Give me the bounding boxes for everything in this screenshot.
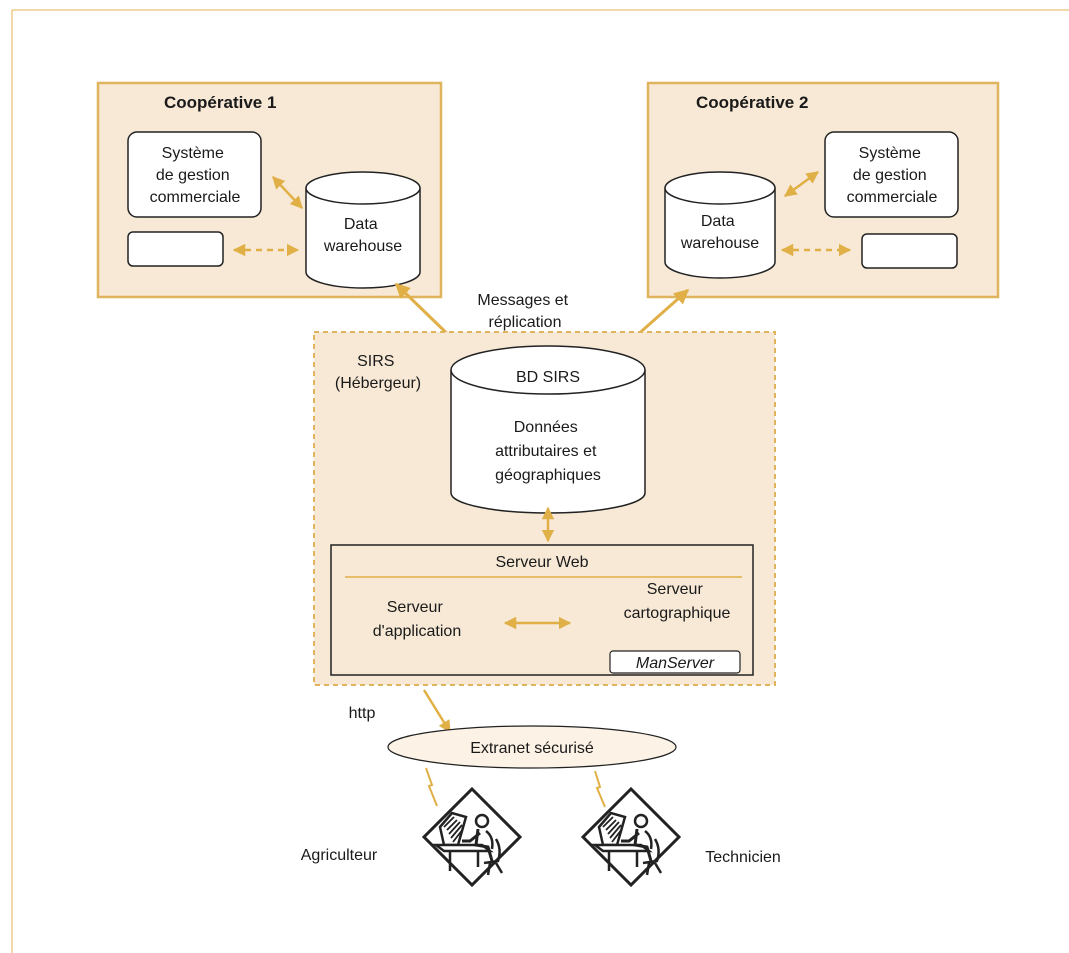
app-server-line-2: d'application <box>373 623 461 640</box>
http-arrow <box>422 689 452 734</box>
svg-text:Data warehouse: Data warehouse <box>323 216 402 255</box>
sirs-db-line-3: géographiques <box>495 467 601 484</box>
sgc-1-line-2: de gestion <box>156 167 230 184</box>
sgc-1-line-3: commerciale <box>150 189 241 206</box>
data-warehouse-1-cylinder <box>305 171 421 289</box>
sirs-label-line-2: (Hébergeur) <box>335 375 421 392</box>
technicien-label: Technicien <box>705 849 781 866</box>
dw-2-line-1: Data <box>701 213 735 230</box>
cooperative-2-title: Coopérative 2 <box>696 93 808 112</box>
agriculteur-label: Agriculteur <box>301 847 378 864</box>
carto-server-line-1: Serveur <box>647 581 704 598</box>
http-label: http <box>349 705 376 722</box>
arrow-dw2-sgc2 <box>783 170 820 198</box>
dw-2-line-2: warehouse <box>680 235 759 252</box>
technicien-user-icon <box>581 787 681 887</box>
extranet-ellipse <box>387 725 677 769</box>
replication-label-line-2: réplication <box>489 314 562 331</box>
connection-lightning-icon <box>425 767 438 807</box>
sirs-database-cylinder <box>450 345 646 514</box>
svg-text:Messages et réplication: Messages et réplication <box>477 292 572 331</box>
replication-label-line-1: Messages et <box>477 292 568 309</box>
sgc-2-line-3: commerciale <box>847 189 938 206</box>
dw-1-line-2: warehouse <box>323 238 402 255</box>
commercial-management-system-box <box>127 131 262 218</box>
sgc-2-line-2: de gestion <box>853 167 927 184</box>
sirs-label-line-1: SIRS <box>357 353 394 370</box>
svg-text:Serveur d'application: Serveur d'application <box>373 599 461 640</box>
agriculteur-user-icon <box>422 787 522 887</box>
sirs-host-area: SIRS (Hébergeur) BD SIRS Données attribu… <box>313 331 776 686</box>
connection-lightning-icon <box>594 770 606 808</box>
blank-box-2 <box>861 233 958 269</box>
svg-text:Système de gestion: Système de gestion commerciale <box>847 145 938 206</box>
svg-text:Données attributaires et: Données attributaires et géographiques <box>495 419 601 484</box>
svg-text:Data warehouse: Data warehouse <box>680 213 759 252</box>
web-server-title: Serveur Web <box>495 554 588 571</box>
carto-server-line-2: cartographique <box>624 605 731 622</box>
extranet-label: Extranet sécurisé <box>470 740 594 757</box>
manserver-box <box>609 650 741 674</box>
cooperative-2-box: Coopérative 2 Système de gestion commerc… <box>646 81 1000 299</box>
sirs-db-line-1: Données <box>514 419 578 436</box>
cooperative-1-box: Coopérative 1 Système de gestion commerc… <box>96 81 443 299</box>
svg-text:Serveur cartographique: Serveur cartographique <box>624 581 731 622</box>
sgc-1-line-1: Système <box>162 145 224 162</box>
svg-text:Système de gestion: Système de gestion commerciale <box>150 145 241 206</box>
app-server-line-1: Serveur <box>387 599 444 616</box>
blank-box-1 <box>127 231 224 267</box>
arrow-sgc1-dw1 <box>272 176 303 209</box>
commercial-management-system-box-2 <box>824 131 959 218</box>
cooperative-1-title: Coopérative 1 <box>164 93 276 112</box>
manserver-label: ManServer <box>636 655 715 672</box>
web-server-box: Serveur Web Serveur d'application Serveu… <box>330 544 754 676</box>
sgc-2-line-1: Système <box>859 145 921 162</box>
dw-1-line-1: Data <box>344 216 378 233</box>
sirs-db-title: BD SIRS <box>516 369 580 386</box>
svg-text:SIRS (Hébergeur): SIRS (Hébergeur) <box>335 353 421 392</box>
data-warehouse-2-cylinder <box>664 171 776 279</box>
sirs-db-line-2: attributaires et <box>495 443 597 460</box>
